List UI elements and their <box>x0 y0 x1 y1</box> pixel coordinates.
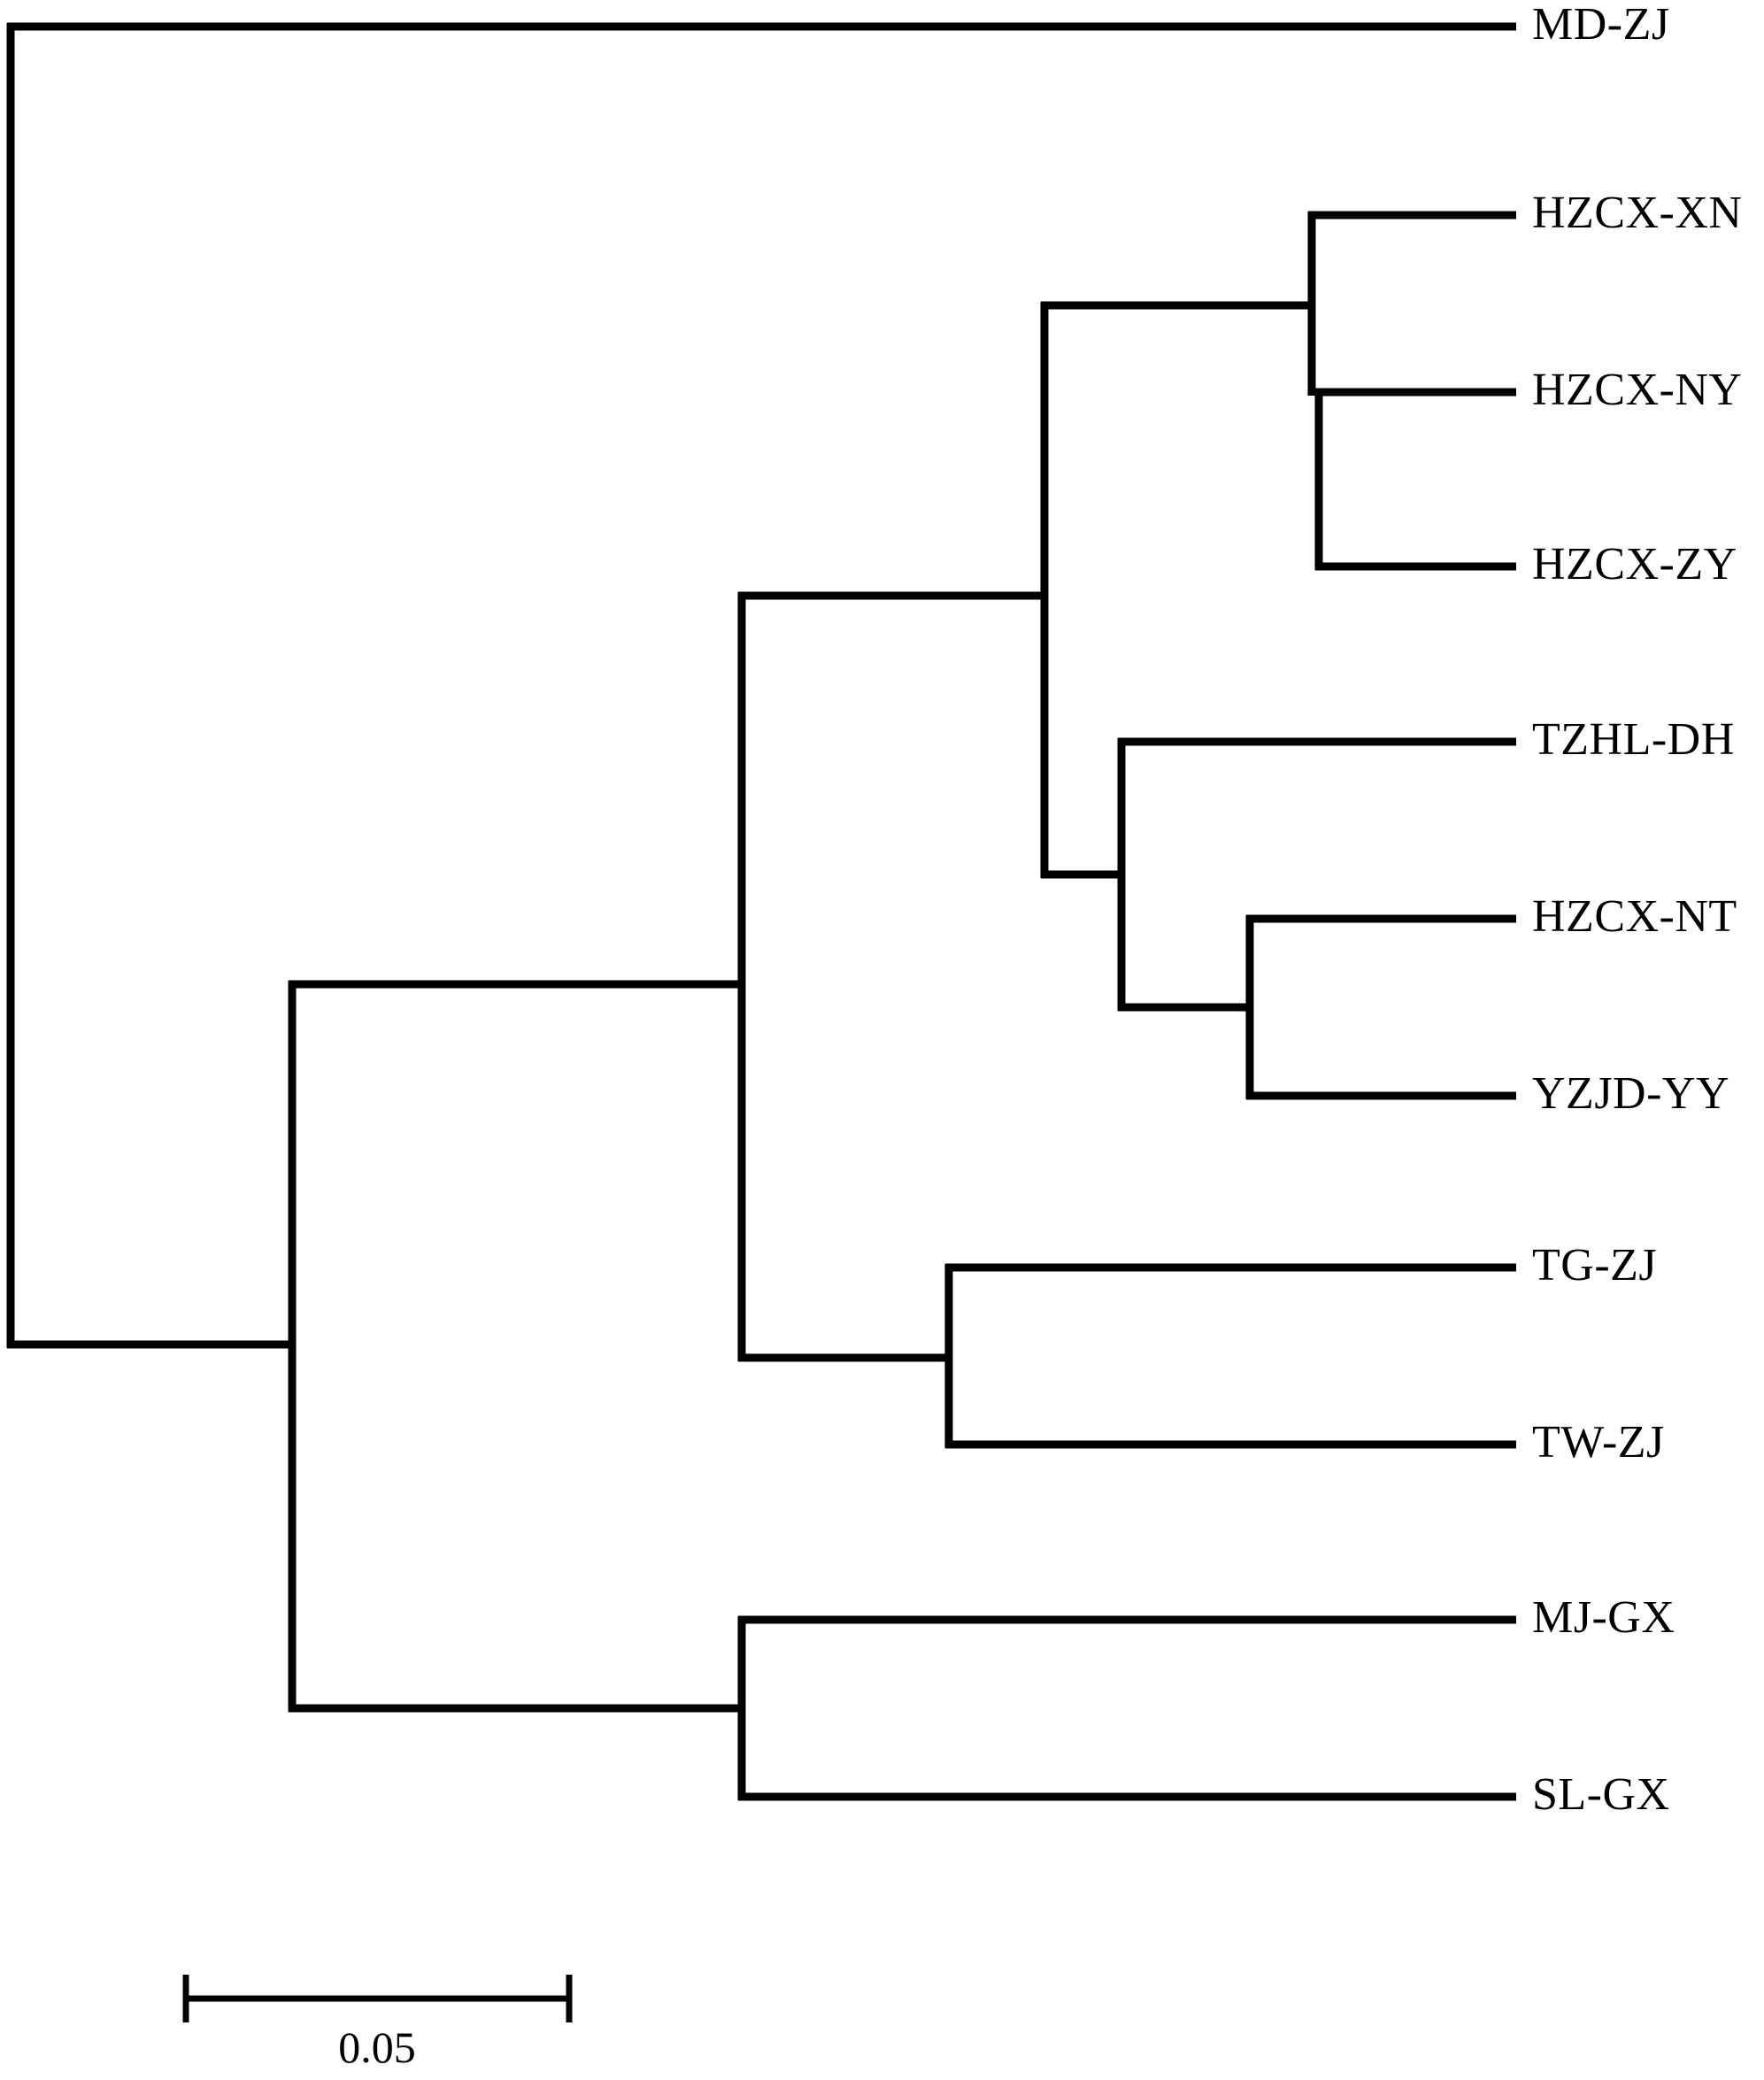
taxon-label-mj-gx: MJ-GX <box>1532 1592 1675 1643</box>
taxon-label-md-zj: MD-ZJ <box>1532 0 1670 50</box>
taxon-label-tzhl-dh: TZHL-DH <box>1532 714 1735 765</box>
taxon-label-yzjd-yy: YZJD-YY <box>1532 1068 1729 1119</box>
taxon-label-tg-zj: TG-ZJ <box>1532 1240 1657 1290</box>
scale-bar-label: 0.05 <box>338 2022 416 2072</box>
taxon-label-hzcx-nt: HZCX-NT <box>1532 891 1737 942</box>
taxon-label-hzcx-ny: HZCX-NY <box>1532 365 1742 415</box>
taxon-label-tw-zj: TW-ZJ <box>1532 1417 1665 1468</box>
taxon-label-sl-gx: SL-GX <box>1532 1769 1670 1820</box>
taxon-label-hzcx-zy: HZCX-ZY <box>1532 539 1737 589</box>
taxon-label-hzcx-xn: HZCX-XN <box>1532 188 1742 238</box>
scale-bar: 0.05 <box>182 1975 573 2072</box>
